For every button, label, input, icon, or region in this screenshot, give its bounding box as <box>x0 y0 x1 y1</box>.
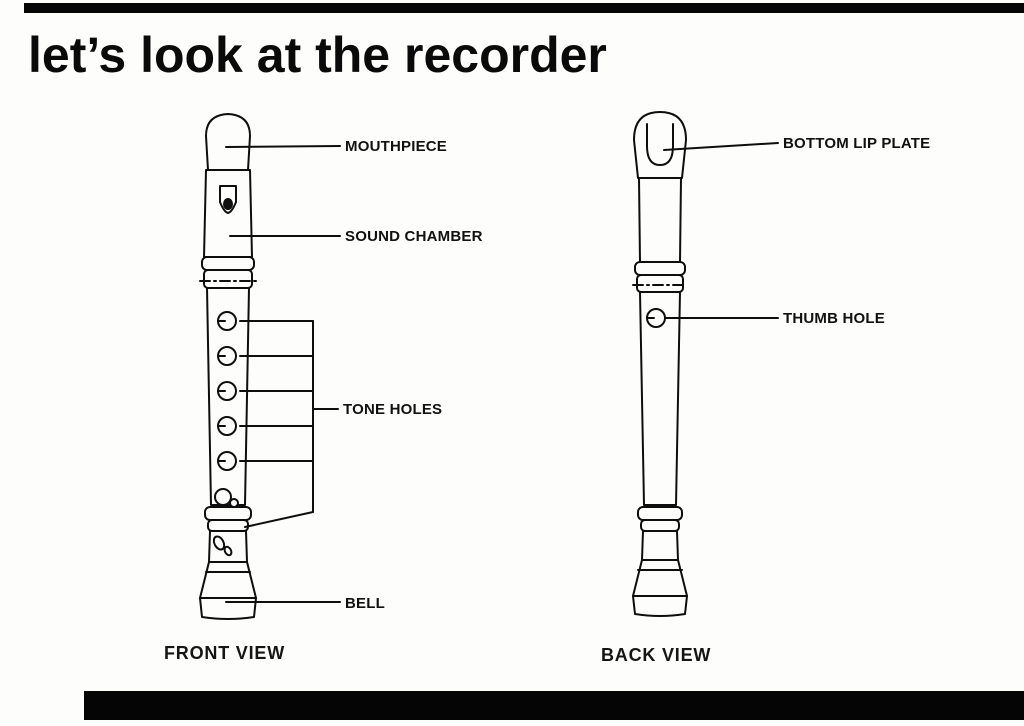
leader-line-mouthpiece <box>225 145 341 148</box>
front-window-opening <box>223 198 233 210</box>
front-mouthpiece-shape <box>205 113 251 171</box>
label-bottom-lip-plate: BOTTOM LIP PLATE <box>783 135 931 152</box>
back-bell-shape <box>632 559 688 597</box>
page-bottom-rule <box>84 691 1024 720</box>
caption-front-view: FRONT VIEW <box>164 643 285 663</box>
tone-hole-6-double-b <box>229 498 239 508</box>
back-body-shape <box>639 291 681 506</box>
back-lower-ring-1 <box>637 506 683 521</box>
back-upper-ring-1 <box>634 261 686 276</box>
caption-back-view: BACK VIEW <box>601 645 712 665</box>
back-bell-base <box>632 595 688 617</box>
front-leader-lines <box>225 145 341 603</box>
back-leader-lines <box>663 142 779 319</box>
label-mouthpiece: MOUTHPIECE <box>345 138 448 155</box>
label-sound-chamber: SOUND CHAMBER <box>345 228 483 245</box>
foot-hole-double-a <box>212 535 226 551</box>
front-tone-holes <box>214 311 239 508</box>
leader-line-bottom-lip-plate <box>663 142 779 151</box>
front-upper-ring-1 <box>201 256 255 271</box>
front-lower-ring-2 <box>207 519 249 532</box>
label-tone-holes: TONE HOLES <box>343 401 443 418</box>
back-head-shape <box>638 177 682 263</box>
front-view-recorder-drawing <box>199 113 257 620</box>
foot-hole-double-b <box>223 545 233 557</box>
back-mouthpiece-shape <box>633 111 687 179</box>
front-bell-base <box>199 597 257 620</box>
page-top-rule <box>24 3 1024 13</box>
tone-hole-6-double-a <box>214 488 232 506</box>
back-view-recorder-drawing <box>632 111 688 617</box>
back-foot-shape <box>641 530 679 561</box>
label-bell: BELL <box>345 595 385 612</box>
back-lower-ring-2 <box>640 519 680 532</box>
front-upper-ring-2 <box>203 269 253 289</box>
back-lip-plate-shape <box>646 123 674 166</box>
tone-holes-bracket <box>239 320 339 528</box>
front-lower-ring-1 <box>204 506 252 521</box>
front-bell-shape <box>199 561 257 599</box>
page-title: let’s look at the recorder <box>28 27 607 83</box>
back-upper-ring-2 <box>636 274 684 293</box>
label-thumb-hole: THUMB HOLE <box>783 310 885 327</box>
